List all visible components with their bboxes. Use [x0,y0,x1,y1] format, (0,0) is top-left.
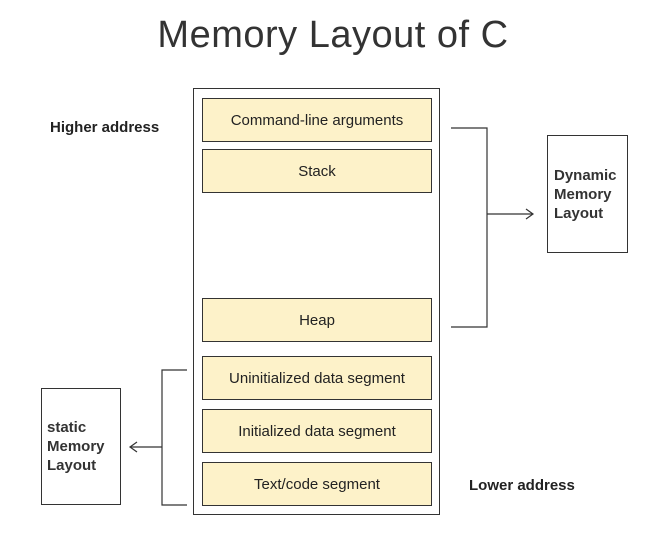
arrow-head-right-icon [525,208,535,220]
memory-layout-container [193,88,440,515]
diagram-title: Memory Layout of C [157,14,509,56]
static-box-line-2: Memory [47,438,105,455]
segment-heap: Heap [202,298,432,342]
dynamic-box-line-1: Dynamic [554,166,617,184]
arrow-head-left-icon [128,441,138,453]
segment-text-code: Text/code segment [202,462,432,506]
higher-address-label: Higher address [50,119,160,136]
dynamic-box-line-3: Layout [554,204,604,222]
static-box-line-3: Layout [47,457,97,474]
segment-uninitialized-data: Uninitialized data segment [202,356,432,400]
dynamic-memory-layout-box: Dynamic Memory Layout [547,135,628,253]
segment-initialized-data: Initialized data segment [202,409,432,453]
segment-stack: Stack [202,149,432,193]
dynamic-box-line-2: Memory [554,185,612,203]
dynamic-bracket [451,127,532,328]
static-bracket [131,369,187,506]
lower-address-label: Lower address [469,477,575,494]
static-box-line-1: static [47,419,87,436]
static-memory-layout-box: static Memory Layout [41,388,121,505]
segment-command-line-arguments: Command-line arguments [202,98,432,142]
